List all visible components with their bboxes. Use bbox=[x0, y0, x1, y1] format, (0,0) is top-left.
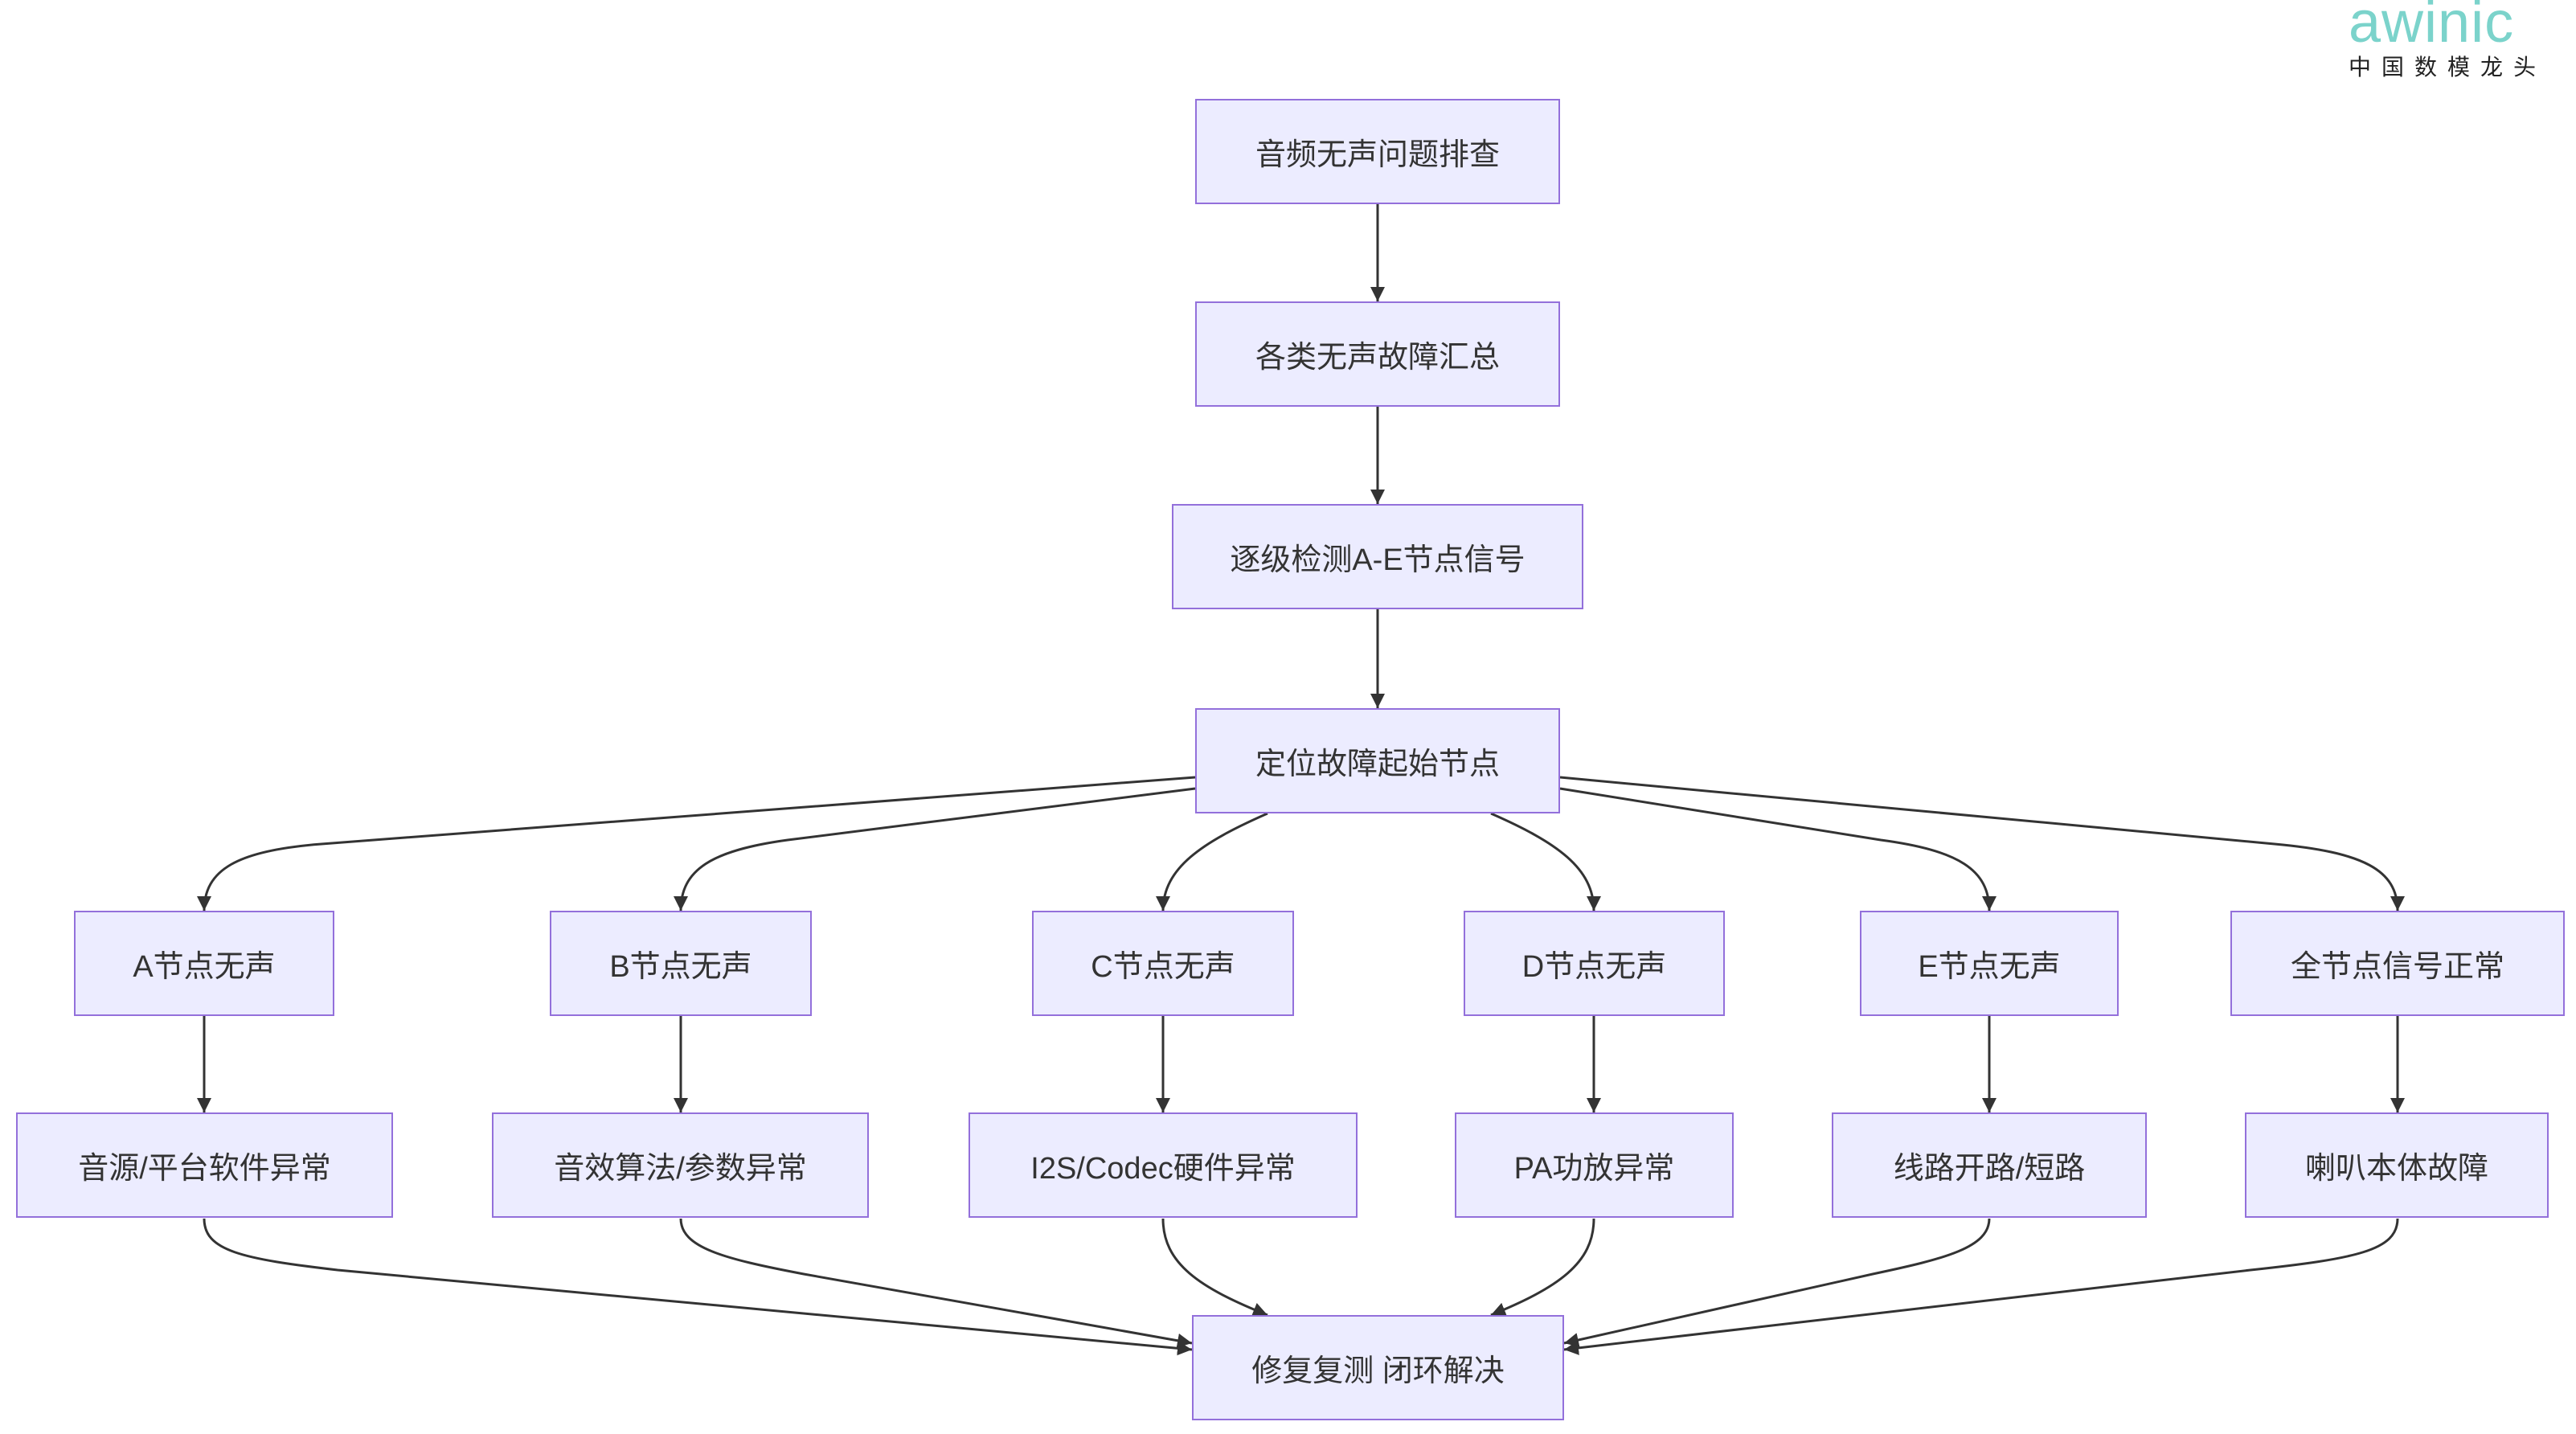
edge-locate-to-d bbox=[1490, 812, 1601, 912]
edge-locate-to-all-normal bbox=[1559, 776, 2405, 912]
node-cause-e: 线路开路/短路 bbox=[1832, 1112, 2147, 1218]
node-start: 音频无声问题排查 bbox=[1195, 99, 1560, 204]
node-status-all-normal: 全节点信号正常 bbox=[2230, 911, 2565, 1016]
node-status-c: C节点无声 bbox=[1032, 911, 1294, 1016]
node-cause-a: 音源/平台软件异常 bbox=[16, 1112, 393, 1218]
node-status-a: A节点无声 bbox=[74, 911, 334, 1016]
node-cause-c: I2S/Codec硬件异常 bbox=[969, 1112, 1358, 1218]
node-locate: 定位故障起始节点 bbox=[1195, 708, 1560, 813]
edge-locate-to-b bbox=[674, 787, 1196, 912]
node-status-b: B节点无声 bbox=[550, 911, 812, 1016]
node-cause-all-normal: 喇叭本体故障 bbox=[2245, 1112, 2549, 1218]
edge-cause-c-to-end bbox=[1161, 1218, 1268, 1317]
node-end: 修复复测 闭环解决 bbox=[1192, 1315, 1564, 1420]
edge-cause-e-to-end bbox=[1563, 1218, 1991, 1347]
edge-locate-to-c bbox=[1156, 812, 1268, 912]
edge-locate-to-e bbox=[1559, 787, 1997, 912]
edge-locate-to-a bbox=[197, 776, 1196, 912]
node-status-d: D节点无声 bbox=[1464, 911, 1725, 1016]
node-status-e: E节点无声 bbox=[1860, 911, 2119, 1016]
edge-cause-all-normal-to-end bbox=[1563, 1218, 2399, 1355]
brand-logo: awinic 中国数模龙头 bbox=[2349, 0, 2558, 82]
edge-cause-d-to-end bbox=[1490, 1218, 1595, 1317]
edge-cause-a-to-end bbox=[203, 1218, 1193, 1356]
logo-wordmark: awinic bbox=[2349, 0, 2515, 55]
edge-cause-b-to-end bbox=[679, 1218, 1193, 1348]
node-cause-b: 音效算法/参数异常 bbox=[492, 1112, 869, 1218]
node-detect: 逐级检测A-E节点信号 bbox=[1172, 504, 1583, 609]
logo-tagline: 中国数模龙头 bbox=[2349, 54, 2547, 80]
node-cause-d: PA功放异常 bbox=[1455, 1112, 1734, 1218]
node-summary: 各类无声故障汇总 bbox=[1195, 301, 1560, 407]
